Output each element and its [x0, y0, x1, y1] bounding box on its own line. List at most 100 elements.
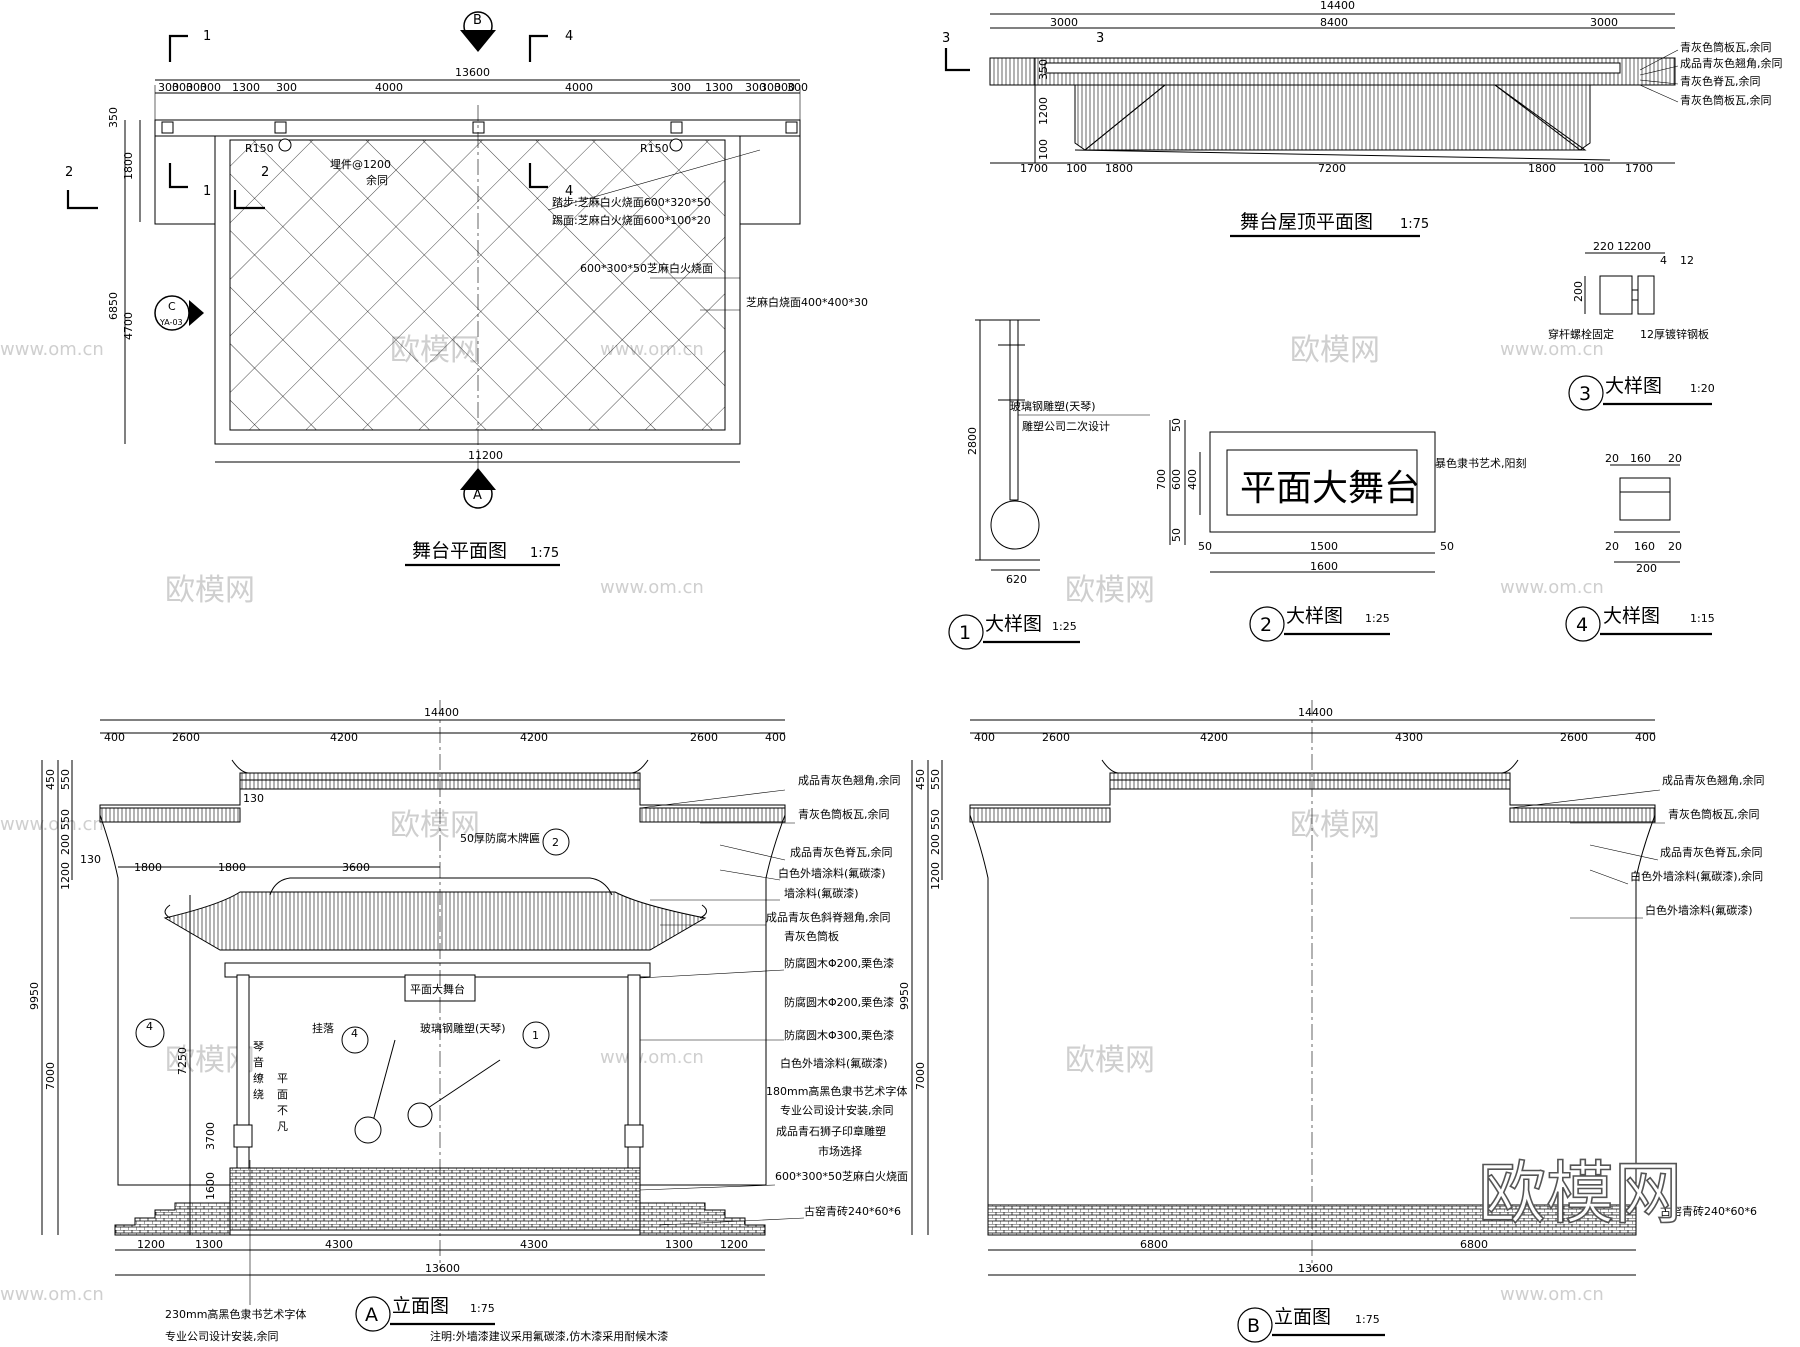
svg-text:200: 200: [929, 834, 942, 855]
svg-text:玻璃钢雕塑(天琴): 玻璃钢雕塑(天琴): [1010, 399, 1096, 413]
svg-text:踢面:芝麻白火烧面600*100*20: 踢面:芝麻白火烧面600*100*20: [552, 213, 711, 227]
svg-text:青灰色脊瓦,余同: 青灰色脊瓦,余同: [1680, 74, 1761, 88]
svg-text:雕塑公司二次设计: 雕塑公司二次设计: [1022, 419, 1110, 433]
svg-text:2: 2: [261, 165, 269, 180]
svg-text:1: 1: [203, 29, 211, 44]
svg-text:白色外墙涂料(氟碳漆): 白色外墙涂料(氟碳漆): [778, 866, 886, 880]
svg-text:2600: 2600: [1560, 731, 1588, 744]
plan-marker-a: A: [473, 488, 482, 503]
svg-text:50: 50: [1170, 528, 1183, 542]
svg-text:600*300*50芝麻白火烧面: 600*300*50芝麻白火烧面: [775, 1169, 908, 1183]
svg-text:1800: 1800: [122, 152, 135, 180]
svg-text:3: 3: [942, 31, 950, 46]
svg-text:穿杆螺栓固定: 穿杆螺栓固定: [1548, 327, 1614, 341]
watermark: 欧模网: [390, 808, 480, 843]
svg-text:1:75: 1:75: [1355, 1313, 1380, 1326]
svg-text:620: 620: [1006, 573, 1027, 586]
svg-text:青灰色筒板瓦,余同: 青灰色筒板瓦,余同: [1680, 93, 1772, 107]
svg-text:50: 50: [1198, 540, 1212, 553]
svg-text:100: 100: [1066, 162, 1087, 175]
svg-text:防腐圆木Φ300,栗色漆: 防腐圆木Φ300,栗色漆: [784, 1028, 894, 1042]
svg-text:50厚防腐木牌匾: 50厚防腐木牌匾: [460, 831, 540, 845]
svg-text:余同: 余同: [366, 173, 388, 187]
svg-text:4: 4: [1660, 254, 1667, 267]
svg-text:4300: 4300: [520, 1238, 548, 1251]
svg-text:7250: 7250: [176, 1047, 189, 1075]
svg-text:凡: 凡: [277, 1120, 288, 1133]
svg-text:4000: 4000: [565, 81, 593, 94]
svg-text:350: 350: [1037, 59, 1050, 80]
elev-a-footnote: 注明:外墙漆建议采用氟碳漆,仿木漆采用耐候木漆: [430, 1329, 668, 1343]
svg-text:20: 20: [1668, 452, 1682, 465]
svg-text:1800: 1800: [218, 861, 246, 874]
svg-text:芝麻白烧面400*400*30: 芝麻白烧面400*400*30: [746, 295, 868, 309]
svg-text:1300: 1300: [665, 1238, 693, 1251]
svg-text:成品青灰色斜脊翘角,余同: 成品青灰色斜脊翘角,余同: [766, 910, 891, 924]
svg-text:9950: 9950: [28, 982, 41, 1010]
svg-text:4: 4: [351, 1027, 358, 1040]
svg-text:1600: 1600: [204, 1172, 217, 1200]
svg-text:专业公司设计安装,余同: 专业公司设计安装,余同: [780, 1103, 894, 1117]
watermark-url: www.om.cn: [0, 339, 104, 360]
svg-text:4: 4: [146, 1020, 153, 1033]
svg-text:1: 1: [532, 1029, 539, 1042]
watermark: 欧模网: [1290, 333, 1380, 368]
svg-text:白色外墙涂料(氟碳漆): 白色外墙涂料(氟碳漆): [780, 1056, 888, 1070]
svg-text:180mm高黑色隶书艺术字体: 180mm高黑色隶书艺术字体: [766, 1084, 907, 1098]
svg-text:100: 100: [1583, 162, 1604, 175]
detail-2: 平面大舞台 暴色隶书艺术,阳刻 50 700 600 400 50 50 150…: [1155, 418, 1527, 642]
svg-text:14400: 14400: [1320, 0, 1355, 12]
plan-title: 舞台平面图: [412, 540, 507, 562]
svg-text:成品青灰色翘角,余同: 成品青灰色翘角,余同: [1680, 56, 1783, 70]
svg-text:1:75: 1:75: [470, 1302, 495, 1315]
svg-text:300: 300: [186, 81, 207, 94]
svg-text:1800: 1800: [134, 861, 162, 874]
svg-text:1:25: 1:25: [1052, 620, 1077, 633]
svg-text:4: 4: [565, 29, 573, 44]
svg-text:青灰色筒板瓦,余同: 青灰色筒板瓦,余同: [798, 807, 890, 821]
svg-text:200: 200: [1630, 240, 1651, 253]
svg-text:1300: 1300: [232, 81, 260, 94]
svg-text:白色外墙涂料(氟碳漆),余同: 白色外墙涂料(氟碳漆),余同: [1630, 869, 1763, 883]
svg-text:300: 300: [200, 81, 221, 94]
svg-text:成品青灰色翘角,余同: 成品青灰色翘角,余同: [1662, 773, 1765, 787]
svg-text:4: 4: [565, 184, 573, 199]
svg-text:3: 3: [1579, 383, 1591, 405]
svg-text:1600: 1600: [1310, 560, 1338, 573]
svg-text:古窑青砖240*60*6: 古窑青砖240*60*6: [804, 1204, 901, 1218]
svg-text:400: 400: [104, 731, 125, 744]
svg-text:成品青石狮子印章雕塑: 成品青石狮子印章雕塑: [776, 1124, 886, 1138]
svg-text:400: 400: [1635, 731, 1656, 744]
svg-text:B: B: [1247, 1315, 1260, 1337]
svg-text:面: 面: [277, 1088, 288, 1101]
svg-text:7200: 7200: [1318, 162, 1346, 175]
svg-text:1200: 1200: [59, 862, 72, 890]
svg-text:防腐圆木Φ200,栗色漆: 防腐圆木Φ200,栗色漆: [784, 956, 894, 970]
detail-4-title: 大样图: [1603, 605, 1660, 627]
svg-text:4200: 4200: [330, 731, 358, 744]
roof-title: 舞台屋顶平面图: [1240, 211, 1373, 233]
svg-text:14400: 14400: [424, 706, 459, 719]
detail-1-title: 大样图: [985, 613, 1042, 635]
svg-text:3: 3: [1096, 31, 1104, 46]
svg-text:130: 130: [80, 853, 101, 866]
svg-text:4: 4: [1576, 614, 1588, 636]
svg-text:1: 1: [959, 622, 971, 644]
svg-text:不: 不: [277, 1104, 288, 1117]
svg-text:200: 200: [1572, 281, 1585, 302]
svg-text:琴: 琴: [253, 1040, 264, 1053]
svg-text:1200: 1200: [720, 1238, 748, 1251]
svg-text:2600: 2600: [690, 731, 718, 744]
svg-text:20: 20: [1605, 452, 1619, 465]
svg-text:20: 20: [1605, 540, 1619, 553]
svg-text:450: 450: [44, 769, 57, 790]
svg-text:1:75: 1:75: [1400, 217, 1429, 232]
svg-text:玻璃钢雕塑(天琴): 玻璃钢雕塑(天琴): [420, 1021, 506, 1035]
svg-text:600*300*50芝麻白火烧面: 600*300*50芝麻白火烧面: [580, 261, 713, 275]
svg-text:400: 400: [1186, 469, 1199, 490]
svg-text:2: 2: [1260, 614, 1272, 636]
svg-text:2800: 2800: [966, 427, 979, 455]
svg-text:1300: 1300: [195, 1238, 223, 1251]
watermark-url: www.om.cn: [1500, 1284, 1604, 1305]
svg-text:4200: 4200: [1200, 731, 1228, 744]
